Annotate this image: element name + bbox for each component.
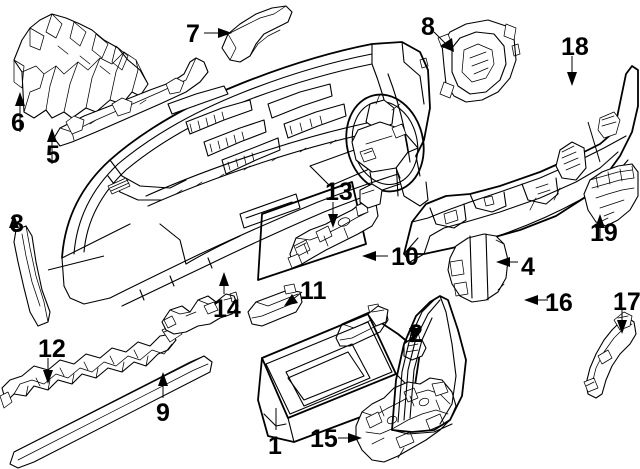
part-8-side-air-vent-outlet bbox=[437, 19, 521, 103]
leader-12 bbox=[43, 358, 53, 384]
leader-13 bbox=[328, 202, 338, 228]
callout-6: 6 bbox=[11, 109, 25, 137]
callout-19: 19 bbox=[590, 219, 618, 247]
part-13-switch-carrier-module bbox=[287, 183, 383, 269]
callout-16: 16 bbox=[545, 289, 573, 317]
part-3-a-pillar-side-cover-trim bbox=[13, 225, 51, 327]
leader-9 bbox=[158, 372, 168, 398]
leader-5 bbox=[47, 128, 57, 164]
leader-17 bbox=[617, 310, 627, 334]
callout-5: 5 bbox=[46, 141, 60, 169]
leader-16 bbox=[524, 295, 548, 305]
callout-14: 14 bbox=[213, 295, 241, 323]
part-15-fuse-relay-holder-bracket bbox=[355, 377, 457, 463]
leader-4 bbox=[496, 257, 518, 267]
callout-15: 15 bbox=[310, 425, 338, 453]
callout-7: 7 bbox=[186, 20, 200, 48]
callout-17: 17 bbox=[613, 288, 640, 316]
part-18-passenger-trim-panel-insert bbox=[403, 65, 639, 263]
part-5-defroster-grille-nozzle bbox=[53, 57, 209, 147]
callout-8: 8 bbox=[421, 13, 435, 41]
part-4-knee-bolster-end-cap bbox=[447, 233, 509, 303]
part-17-grab-handle-support bbox=[583, 311, 637, 399]
part-11-filler-trim-panel bbox=[247, 283, 303, 327]
leader-6 bbox=[15, 92, 25, 132]
leader-3 bbox=[9, 214, 105, 271]
callout-3: 3 bbox=[10, 210, 24, 238]
leader-19 bbox=[595, 214, 605, 238]
callout-13: 13 bbox=[325, 178, 353, 206]
part-12-lower-reinforcement-carrier bbox=[0, 323, 183, 409]
part-6-upper-reinforcement-bracket bbox=[13, 13, 149, 119]
leader-11 bbox=[284, 291, 303, 306]
leader-lines-and-arrows bbox=[9, 28, 627, 443]
callout-12: 12 bbox=[38, 335, 66, 363]
leader-2 bbox=[409, 328, 419, 342]
part-7-side-defroster-duct bbox=[221, 5, 293, 63]
callout-11: 11 bbox=[300, 277, 327, 305]
callout-10: 10 bbox=[391, 243, 419, 271]
callout-4: 4 bbox=[521, 253, 535, 281]
main-instrument-panel-assembly bbox=[61, 41, 431, 307]
part-19-end-cap-bracket bbox=[583, 163, 639, 227]
leader-15 bbox=[338, 433, 362, 443]
leader-8 bbox=[433, 31, 454, 52]
callout-2: 2 bbox=[409, 320, 423, 348]
leader-18 bbox=[567, 56, 601, 163]
callout-9: 9 bbox=[156, 399, 170, 427]
callout-18: 18 bbox=[561, 33, 589, 61]
leader-14 bbox=[219, 272, 229, 294]
callout-1: 1 bbox=[268, 432, 282, 460]
leader-10 bbox=[362, 251, 388, 261]
part-16-side-cover-end-panel bbox=[391, 295, 467, 435]
part-14-mounting-bracket-left bbox=[161, 291, 239, 335]
leader-7 bbox=[204, 28, 232, 38]
